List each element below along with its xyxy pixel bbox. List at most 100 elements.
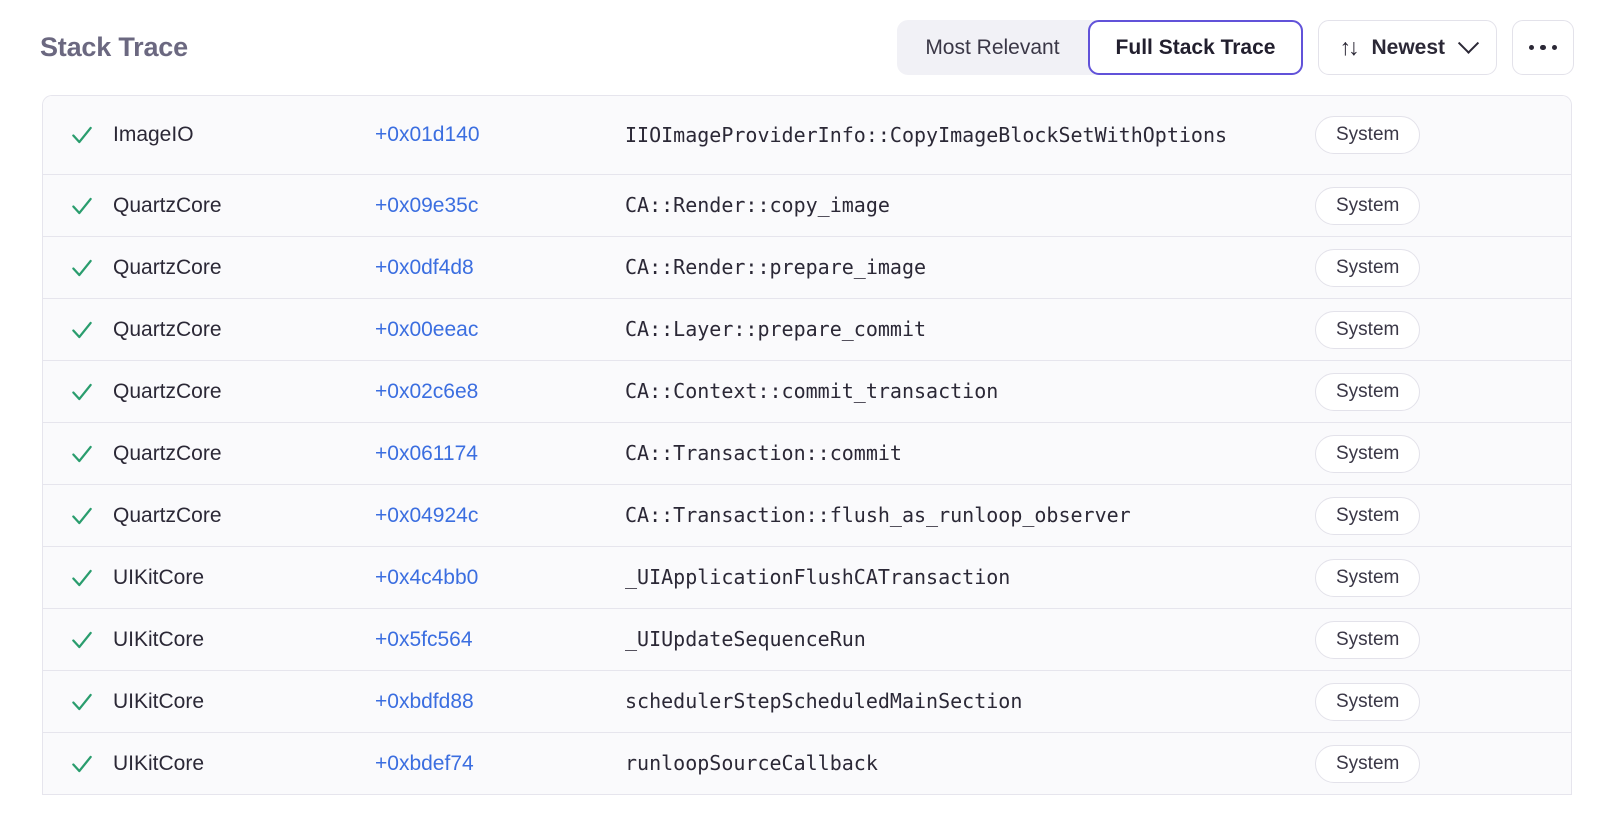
table-row[interactable]: UIKitCore +0xbdfd88 schedulerStepScheduled… (43, 671, 1571, 733)
row-badge-cell: System (1315, 434, 1465, 473)
row-symbol-name: CA::Context::commit_transaction (625, 379, 999, 404)
segment-full-stack-trace[interactable]: Full Stack Trace (1087, 20, 1304, 75)
row-library-name: ImageIO (113, 123, 194, 146)
status-badge: System (1315, 558, 1421, 597)
trace-view-segmented-control[interactable]: Most Relevant Full Stack Trace (897, 20, 1304, 75)
row-status-cell (69, 193, 113, 219)
table-row[interactable]: UIKitCore +0x5fc564 _UIUpdateSequenceRun Sy… (43, 609, 1571, 671)
check-icon (72, 197, 92, 214)
row-address-link[interactable]: +0xbdfd88 (375, 689, 474, 713)
table-row[interactable]: QuartzCore +0x00eeac CA::Layer::prepare_co… (43, 299, 1571, 361)
row-status-cell (69, 627, 113, 653)
check-icon (72, 259, 92, 276)
row-badge-cell: System (1315, 682, 1465, 721)
row-symbol-name: CA::Transaction::commit (625, 441, 902, 466)
status-badge: System (1315, 744, 1421, 783)
status-badge: System (1315, 248, 1421, 287)
header-controls: Most Relevant Full Stack Trace ↑↓ Newest (897, 20, 1574, 75)
row-status-cell (69, 441, 113, 467)
row-address-link[interactable]: +0x02c6e8 (375, 379, 479, 403)
sort-arrows-icon: ↑↓ (1339, 34, 1359, 60)
more-options-button[interactable] (1512, 20, 1574, 75)
ellipsis-icon (1551, 44, 1558, 51)
row-badge-cell: System (1315, 744, 1465, 783)
status-badge: System (1315, 186, 1421, 225)
check-icon (72, 755, 92, 772)
table-row[interactable]: UIKitCore +0xbdef74 runloopSourceCallback S… (43, 733, 1571, 795)
status-badge: System (1315, 310, 1421, 349)
chevron-down-icon (1457, 32, 1480, 54)
row-badge-cell: System (1315, 186, 1465, 225)
row-status-cell (69, 751, 113, 777)
row-library-name: QuartzCore (113, 379, 222, 403)
row-library-name: UIKitCore (113, 565, 205, 589)
row-library-name: UIKitCore (113, 751, 205, 775)
ellipsis-icon (1528, 44, 1535, 51)
row-badge-cell: System (1315, 310, 1465, 349)
row-address-link[interactable]: +0x09e35c (375, 193, 479, 217)
status-badge: System (1315, 682, 1421, 721)
sort-button-label: Newest (1371, 35, 1445, 59)
row-status-cell (69, 317, 113, 343)
check-icon (72, 507, 92, 524)
row-symbol-name: _UIApplicationFlushCATransaction (625, 565, 1011, 590)
row-symbol-name: schedulerStepScheduledMainSection (625, 689, 1023, 714)
row-status-cell (69, 122, 113, 148)
row-library-name: UIKitCore (113, 689, 205, 713)
row-badge-cell: System (1315, 116, 1465, 154)
row-address-link[interactable]: +0x00eeac (375, 317, 479, 341)
row-symbol-name: runloopSourceCallback (625, 751, 878, 776)
row-badge-cell: System (1315, 496, 1465, 535)
check-icon (72, 693, 92, 710)
row-address-link[interactable]: +0x4c4bb0 (375, 565, 479, 589)
row-symbol-name: CA::Transaction::flush_as_runloop_observ… (625, 503, 1131, 528)
row-status-cell (69, 689, 113, 715)
row-symbol-name: CA::Layer::prepare_commit (625, 317, 927, 342)
status-badge: System (1315, 496, 1421, 535)
sort-button[interactable]: ↑↓ Newest (1318, 20, 1497, 75)
row-library-name: UIKitCore (113, 627, 205, 651)
row-library-name: QuartzCore (113, 193, 222, 217)
check-icon (72, 445, 92, 462)
table-row[interactable]: QuartzCore +0x09e35c CA::Render::copy_imag… (43, 175, 1571, 237)
row-address-link[interactable]: +0x061174 (375, 441, 478, 465)
status-badge: System (1315, 116, 1421, 154)
segment-most-relevant[interactable]: Most Relevant (925, 35, 1060, 59)
check-icon (72, 631, 92, 648)
row-address-link[interactable]: +0x01d140 (375, 123, 480, 146)
check-icon (72, 569, 92, 586)
row-status-cell (69, 503, 113, 529)
row-symbol-name: CA::Render::prepare_image (625, 255, 927, 280)
row-status-cell (69, 565, 113, 591)
page-title: Stack Trace (40, 32, 188, 62)
table-row[interactable]: QuartzCore +0x061174 CA::Transaction::comm… (43, 423, 1571, 485)
table-row[interactable]: UIKitCore +0x4c4bb0 _UIApplicationFlushCAT… (43, 547, 1571, 609)
row-status-cell (69, 255, 113, 281)
check-icon (72, 126, 92, 144)
row-symbol-name: _UIUpdateSequenceRun (625, 627, 866, 652)
row-status-cell (69, 379, 113, 405)
row-library-name: QuartzCore (113, 503, 222, 527)
row-badge-cell: System (1315, 372, 1465, 411)
row-symbol-name: CA::Render::copy_image (625, 193, 890, 218)
row-badge-cell: System (1315, 248, 1465, 287)
ellipsis-icon (1540, 44, 1546, 51)
status-badge: System (1315, 620, 1421, 659)
row-badge-cell: System (1315, 620, 1465, 659)
row-address-link[interactable]: +0x5fc564 (375, 627, 473, 651)
status-badge: System (1315, 372, 1421, 411)
row-address-link[interactable]: +0x0df4d8 (375, 255, 474, 279)
row-address-link[interactable]: +0x04924c (375, 503, 479, 527)
status-badge: System (1315, 434, 1421, 473)
row-library-name: QuartzCore (113, 317, 222, 341)
row-address-link[interactable]: +0xbdef74 (375, 751, 474, 775)
panel-header: Stack Trace Most Relevant Full Stack Tra… (0, 0, 1614, 95)
check-icon (72, 383, 92, 400)
table-row[interactable]: QuartzCore +0x04924c CA::Transaction::flus… (43, 485, 1571, 547)
table-row[interactable]: QuartzCore +0x02c6e8 CA::Context::commit_t… (43, 361, 1571, 423)
row-library-name: QuartzCore (113, 441, 222, 465)
